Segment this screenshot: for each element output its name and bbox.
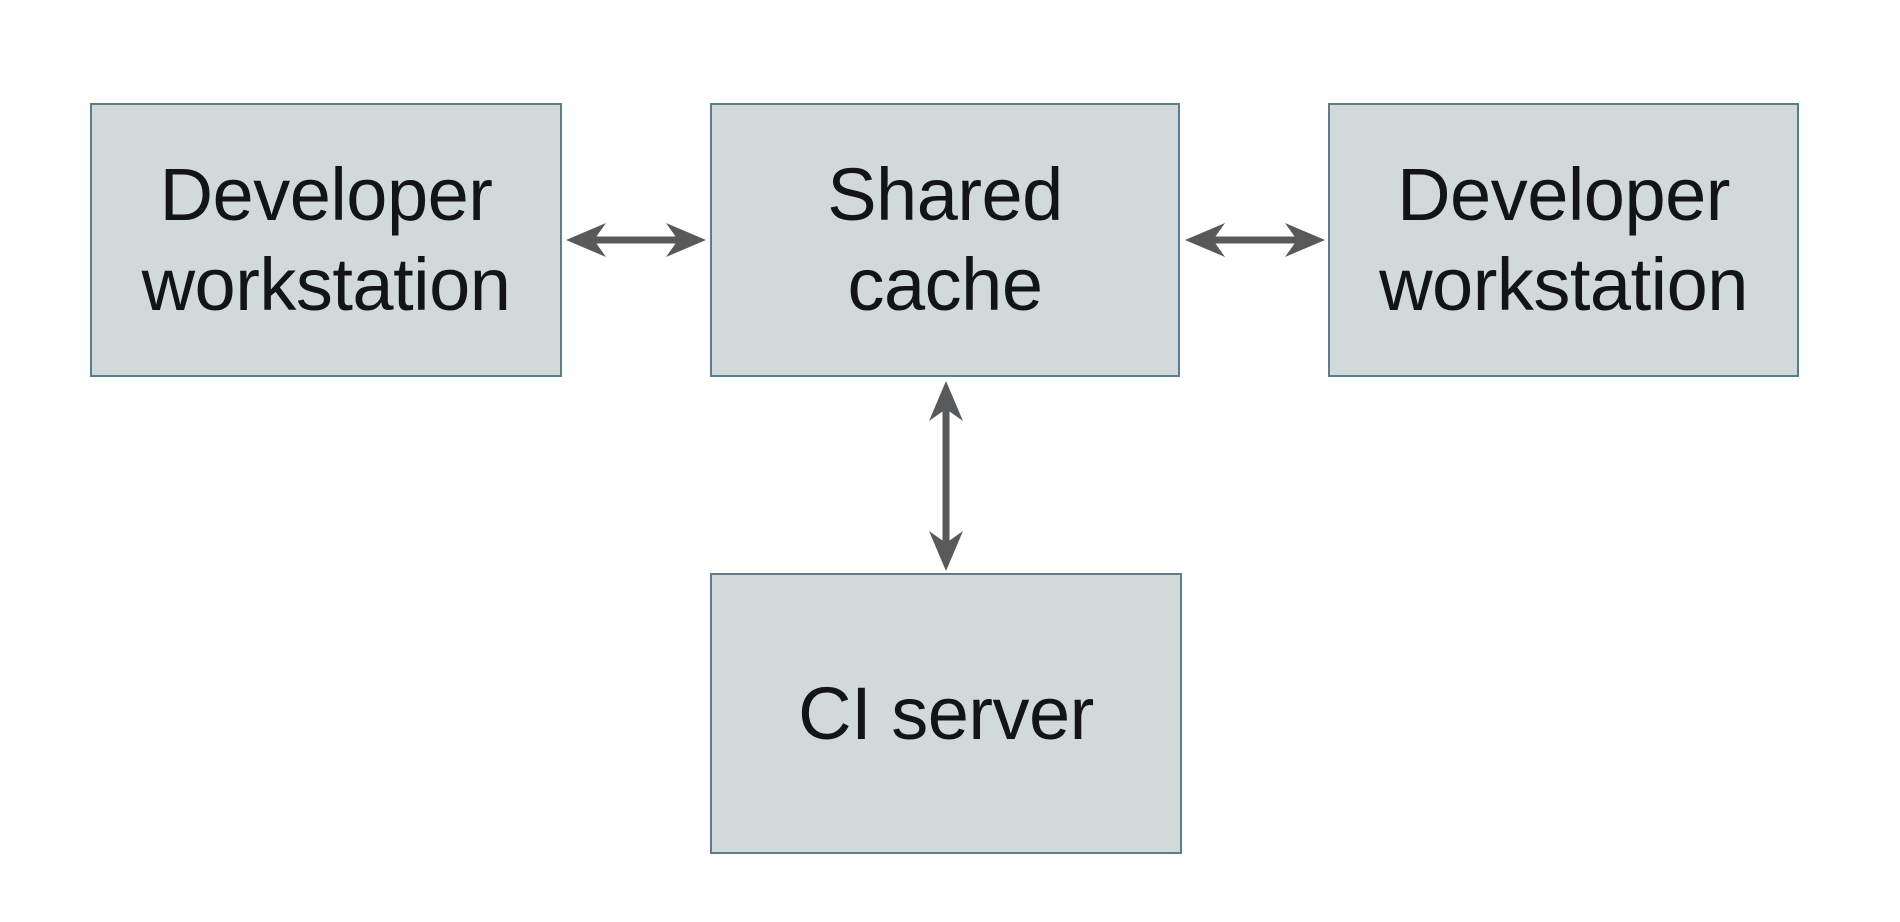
node-developer-workstation-left: Developer workstation <box>90 103 562 377</box>
bidirectional-arrow-cache-right-workstation <box>1185 223 1325 257</box>
node-label-line: CI server <box>798 671 1094 755</box>
node-label-line: workstation <box>141 243 511 326</box>
node-ci-server: CI server <box>710 573 1182 854</box>
node-shared-cache: Shared cache <box>710 103 1180 377</box>
node-label-line: Shared <box>827 153 1063 237</box>
node-label-line: workstation <box>1379 243 1748 326</box>
node-label-line: cache <box>847 243 1043 326</box>
bidirectional-arrow-left-workstation-cache <box>566 223 706 257</box>
node-label-line: Developer <box>1397 153 1730 237</box>
node-developer-workstation-right: Developer workstation <box>1328 103 1799 377</box>
bidirectional-arrow-cache-ci-server <box>929 381 963 571</box>
node-label-line: Developer <box>159 153 493 237</box>
